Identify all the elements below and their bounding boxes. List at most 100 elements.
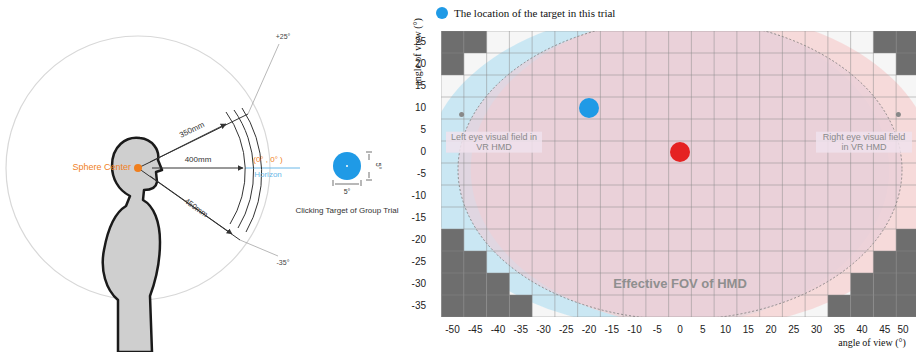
grid-line: [441, 229, 916, 230]
target-dot: [579, 98, 599, 118]
fov-chart: [425, 12, 918, 328]
grid-line: [441, 207, 916, 208]
blocked-cell: [873, 31, 896, 53]
tick-label: 15: [415, 80, 426, 92]
grid-line: [850, 31, 851, 317]
blocked-cell: [464, 31, 487, 53]
target-sample: [333, 152, 372, 186]
origin-label: (0° , 0° ): [253, 155, 283, 164]
legend-swatch: [436, 7, 448, 19]
axis-title: angle of view (°): [412, 18, 424, 86]
grid-line: [805, 31, 806, 317]
tick-label: 15: [743, 324, 754, 336]
tick-label: 50: [897, 324, 908, 336]
tick-label: 25: [415, 36, 426, 48]
tick-label: -25: [412, 256, 426, 268]
grid-line: [782, 31, 783, 317]
grid-line: [441, 119, 916, 120]
grid-line: [441, 31, 916, 32]
tick-label: 25: [788, 324, 799, 336]
grid-line: [486, 31, 487, 317]
region-label: Left eye visual field in VR HMD: [446, 132, 542, 153]
grid-line: [441, 75, 916, 76]
grid-line: [873, 31, 874, 317]
sphere-center-label: Sphere Center: [72, 162, 131, 172]
grid-line: [554, 31, 555, 317]
blocked-cell: [464, 251, 487, 317]
view-rays: [138, 44, 300, 256]
tick-label: -5: [653, 324, 662, 336]
legend-text: The location of the target in this trial: [454, 7, 615, 20]
tick-label: 20: [415, 58, 426, 70]
sphere-center-dot: [134, 164, 142, 172]
tick-label: -10: [412, 190, 426, 202]
tick-label: -10: [627, 324, 641, 336]
grid-line: [532, 31, 533, 317]
tick-label: -20: [582, 324, 596, 336]
grid-line: [441, 97, 916, 98]
tick-label: 0: [420, 146, 426, 158]
grid-line: [463, 31, 464, 317]
grid-line: [827, 31, 828, 317]
tick-label: -15: [412, 212, 426, 224]
tick-label: 5: [700, 324, 706, 336]
grid-line: [509, 31, 510, 317]
region-label: Right eye visual field in VR HMD: [816, 132, 912, 153]
distance-label: 400mm: [185, 155, 212, 164]
region-label: Effective FOV of HMD: [613, 277, 747, 292]
grid-line: [600, 31, 601, 317]
grid-line: [441, 251, 916, 252]
grid-line: [668, 31, 669, 317]
tick-label: 10: [415, 102, 426, 114]
tick-label: 40: [856, 324, 867, 336]
tick-label: -35: [514, 324, 528, 336]
grid-line: [441, 295, 916, 296]
angle-label: +25°: [276, 33, 291, 41]
grid-line: [441, 185, 916, 186]
tick-label: -30: [536, 324, 550, 336]
grid-line: [623, 31, 624, 317]
grid-line: [645, 31, 646, 317]
tick-label: -50: [445, 324, 459, 336]
effective-fov: [458, 31, 902, 317]
grid-line: [577, 31, 578, 317]
left-eye-dot: [459, 112, 464, 117]
angle-label: -35°: [277, 259, 290, 267]
grid-line: [896, 31, 897, 317]
tick-label: -15: [605, 324, 619, 336]
horizon-label: Horizon: [254, 170, 282, 179]
grid-line: [441, 31, 442, 317]
grid-line: [714, 31, 715, 317]
tick-label: -25: [559, 324, 573, 336]
blocked-cell: [873, 251, 896, 317]
tick-label: 30: [811, 324, 822, 336]
tick-label: 10: [720, 324, 731, 336]
target-caption: Clicking Target of Group Trial: [295, 206, 398, 215]
center-dot: [670, 142, 690, 162]
tick-label: -40: [491, 324, 505, 336]
grid-line: [441, 317, 916, 318]
plot-content: [441, 31, 916, 317]
grid-line: [736, 31, 737, 317]
grid-line: [441, 53, 916, 54]
distance-label: 350mm: [178, 120, 206, 140]
right-eye-dot: [896, 112, 901, 117]
distance-label: 450mm: [182, 197, 209, 220]
blocked-cell: [509, 295, 532, 317]
effective-fov-outline: [458, 31, 902, 317]
tick-label: -45: [468, 324, 482, 336]
axis-title: angle of view (°): [838, 337, 906, 349]
tick-label: 20: [765, 324, 776, 336]
tick-label: 0: [677, 324, 683, 336]
size-label: 5°: [344, 188, 351, 196]
grid-line: [441, 163, 916, 164]
tick-label: -20: [412, 234, 426, 246]
tick-label: -30: [412, 278, 426, 290]
tick-label: 5: [420, 124, 426, 136]
tick-label: 35: [834, 324, 845, 336]
tick-label: -5: [417, 168, 426, 180]
grid-line: [441, 273, 916, 274]
blocked-cell: [828, 295, 851, 317]
